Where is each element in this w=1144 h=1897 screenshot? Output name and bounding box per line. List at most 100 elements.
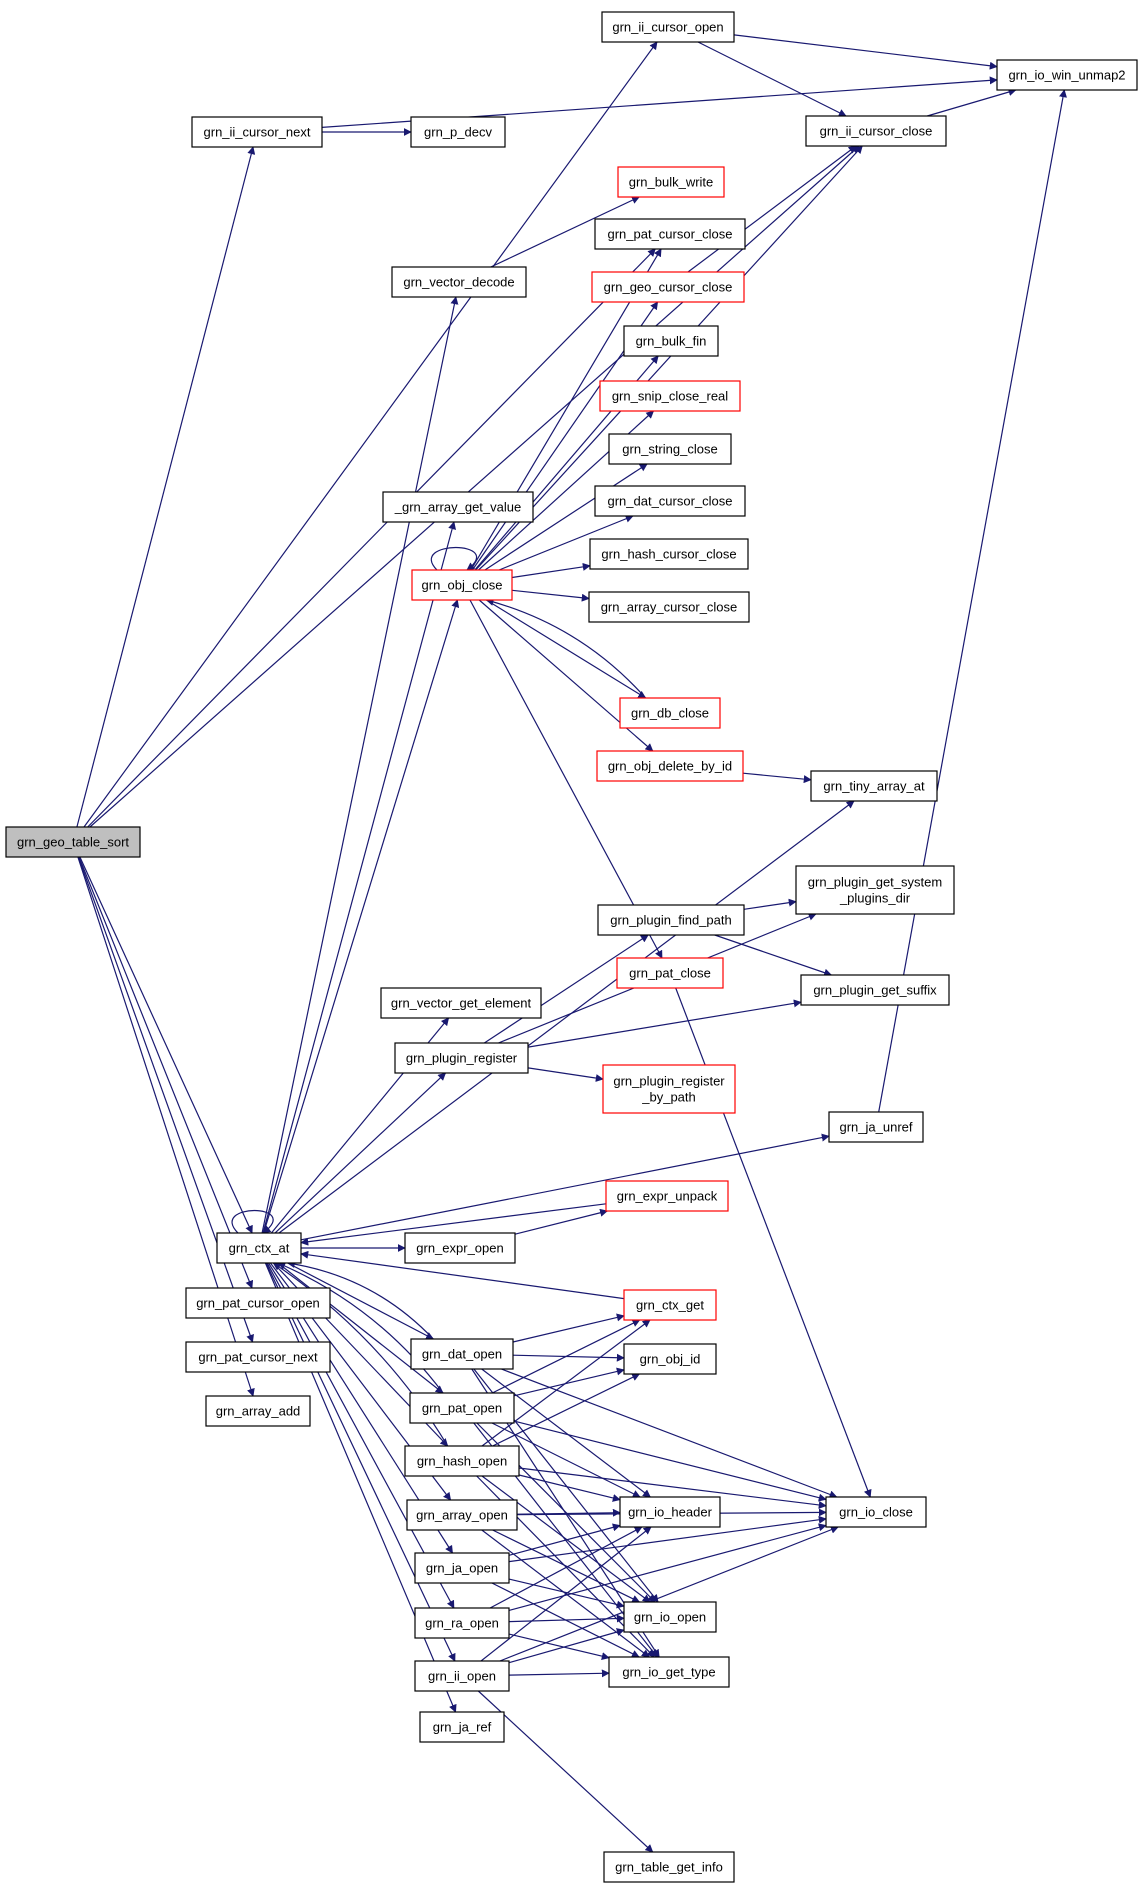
node-ja-open[interactable]: grn_ja_open xyxy=(414,1552,510,1584)
edge-root-to-ii_cursor_next xyxy=(76,146,256,828)
node-io-open[interactable]: grn_io_open xyxy=(623,1601,717,1633)
node-label: grn_ctx_get xyxy=(636,1298,704,1313)
node-bulk-write[interactable]: grn_bulk_write xyxy=(617,166,725,198)
node-obj-delete-by-id[interactable]: grn_obj_delete_by_id xyxy=(596,750,744,782)
node-string-close[interactable]: grn_string_close xyxy=(608,433,732,465)
node-array-open[interactable]: grn_array_open xyxy=(406,1499,518,1531)
edge-vector_decode-to-bulk_write xyxy=(490,196,640,268)
node-box xyxy=(617,166,725,198)
edge-dat_open-to-io_close xyxy=(501,1368,838,1499)
node-ja-ref[interactable]: grn_ja_ref xyxy=(419,1711,505,1743)
node-box xyxy=(601,11,735,43)
node-io-get-type[interactable]: grn_io_get_type xyxy=(608,1656,730,1688)
node-hash-cursor-close[interactable]: grn_hash_cursor_close xyxy=(589,538,749,570)
edge-pat_open-to-io_header xyxy=(491,1422,641,1498)
node-plugin-register[interactable]: grn_plugin_register xyxy=(394,1042,529,1074)
node-box xyxy=(795,865,955,915)
node-geo-cursor-close[interactable]: grn_geo_cursor_close xyxy=(591,271,745,303)
edge-ii_open-to-io_get_type xyxy=(508,1669,610,1678)
node-box xyxy=(216,1232,302,1264)
node-array-get-value[interactable]: _grn_array_get_value xyxy=(382,491,534,523)
node-ra-open[interactable]: grn_ra_open xyxy=(414,1607,510,1639)
node-box xyxy=(404,1445,520,1477)
node-array-cursor-close[interactable]: grn_array_cursor_close xyxy=(588,591,750,623)
node-dat-open[interactable]: grn_dat_open xyxy=(410,1338,514,1370)
node-pat-cursor-open[interactable]: grn_pat_cursor_open xyxy=(185,1287,331,1319)
edge-obj_close-to-hash_cursor_close xyxy=(511,562,591,579)
edge-ctx_get-to-ctx_at xyxy=(300,1250,625,1300)
node-label: grn_ja_unref xyxy=(840,1120,913,1135)
edge-ctx_at-to-plugin_register xyxy=(274,1072,447,1234)
node-label: grn_array_add xyxy=(216,1404,301,1419)
node-table-get-info[interactable]: grn_table_get_info xyxy=(603,1851,735,1883)
node-label: grn_io_win_unmap2 xyxy=(1008,68,1125,83)
node-pat-cursor-next[interactable]: grn_pat_cursor_next xyxy=(185,1341,331,1373)
edge-pat_open-to-io_open xyxy=(476,1422,656,1603)
node-box xyxy=(406,1499,518,1531)
node-box xyxy=(419,1711,505,1743)
node-label: grn_array_cursor_close xyxy=(601,600,738,615)
edge-ii_cursor_close-to-io_win_unmap2 xyxy=(927,88,1017,117)
node-expr-open[interactable]: grn_expr_open xyxy=(404,1232,516,1264)
node-box xyxy=(608,433,732,465)
node-label: grn_p_decv xyxy=(424,125,492,140)
edge-ii_open-to-table_get_info xyxy=(477,1690,654,1853)
edge-obj_close-to-snip_close_real xyxy=(478,410,655,571)
node-plugin-register-by-path[interactable]: grn_plugin_register_by_path xyxy=(602,1064,736,1114)
node-box xyxy=(591,271,745,303)
node-vector-get-element[interactable]: grn_vector_get_element xyxy=(380,987,542,1019)
node-label: grn_dat_open xyxy=(422,1347,502,1362)
node-tiny-array-at[interactable]: grn_tiny_array_at xyxy=(810,770,938,802)
edge-plugin_register-to-plugin_get_suffix xyxy=(527,999,802,1048)
node-ii-cursor-open[interactable]: grn_ii_cursor_open xyxy=(601,11,735,43)
node-box xyxy=(410,116,506,148)
node-array-add[interactable]: grn_array_add xyxy=(205,1395,311,1427)
node-label: grn_plugin_register xyxy=(406,1051,518,1066)
node-io-win-unmap2[interactable]: grn_io_win_unmap2 xyxy=(996,59,1138,91)
node-obj-close[interactable]: grn_obj_close xyxy=(411,569,513,601)
node-plugin-get-suffix[interactable]: grn_plugin_get_suffix xyxy=(800,974,950,1006)
node-ii-cursor-next[interactable]: grn_ii_cursor_next xyxy=(191,116,323,148)
edge-dat_open-to-ctx_at xyxy=(286,1260,434,1340)
node-plugin-find-path[interactable]: grn_plugin_find_path xyxy=(597,904,745,936)
node-pat-open[interactable]: grn_pat_open xyxy=(409,1392,515,1424)
node-ctx-get[interactable]: grn_ctx_get xyxy=(623,1289,717,1321)
node-box xyxy=(996,59,1138,91)
edges-layer xyxy=(76,34,1067,1853)
node-expr-unpack[interactable]: grn_expr_unpack xyxy=(605,1180,729,1212)
node-bulk-fin[interactable]: grn_bulk_fin xyxy=(623,325,719,357)
node-snip-close-real[interactable]: grn_snip_close_real xyxy=(599,380,741,412)
node-hash-open[interactable]: grn_hash_open xyxy=(404,1445,520,1477)
node-label: grn_geo_table_sort xyxy=(17,835,129,850)
edge-pat_open-to-ctx_at xyxy=(277,1262,444,1394)
node-label: grn_ii_open xyxy=(428,1669,496,1684)
node-io-header[interactable]: grn_io_header xyxy=(619,1496,721,1528)
node-io-close[interactable]: grn_io_close xyxy=(825,1496,927,1528)
node-ctx-at[interactable]: grn_ctx_at xyxy=(216,1232,302,1264)
node-db-close[interactable]: grn_db_close xyxy=(619,697,721,729)
node-pat-close[interactable]: grn_pat_close xyxy=(616,957,724,989)
node-vector-decode[interactable]: grn_vector_decode xyxy=(391,266,527,298)
edge-hash_open-to-io_close xyxy=(518,1467,827,1509)
edge-root-to-pat_cursor_next xyxy=(77,856,254,1343)
node-dat-cursor-close[interactable]: grn_dat_cursor_close xyxy=(594,485,746,517)
node-label: grn_geo_cursor_close xyxy=(604,280,733,295)
node-ii-cursor-close[interactable]: grn_ii_cursor_close xyxy=(805,115,947,147)
node-label: grn_plugin_find_path xyxy=(610,913,731,928)
node-ja-unref[interactable]: grn_ja_unref xyxy=(828,1111,924,1143)
edge-ra_open-to-io_close xyxy=(508,1523,827,1611)
edge-array_open-to-io_open xyxy=(492,1529,641,1603)
node-pat-cursor-close[interactable]: grn_pat_cursor_close xyxy=(594,218,746,250)
edge-plugin_register-to-plugin_register_by_path xyxy=(527,1067,604,1082)
node-plugin-get-system-plugins-dir[interactable]: grn_plugin_get_system_plugins_dir xyxy=(795,865,955,915)
node-root[interactable]: grn_geo_table_sort xyxy=(5,826,141,858)
edge-ii_open-to-io_open xyxy=(508,1628,625,1664)
node-ii-open[interactable]: grn_ii_open xyxy=(414,1660,510,1692)
edge-ii_cursor_open-to-io_win_unmap2 xyxy=(733,34,998,70)
edge-obj_close-to-obj_delete_by_id xyxy=(478,599,654,752)
node-p-decv[interactable]: grn_p_decv xyxy=(410,116,506,148)
edge-ctx_at-to-ja_ref xyxy=(264,1262,457,1713)
node-label: _by_path xyxy=(641,1090,696,1105)
node-obj-id[interactable]: grn_obj_id xyxy=(623,1343,717,1375)
